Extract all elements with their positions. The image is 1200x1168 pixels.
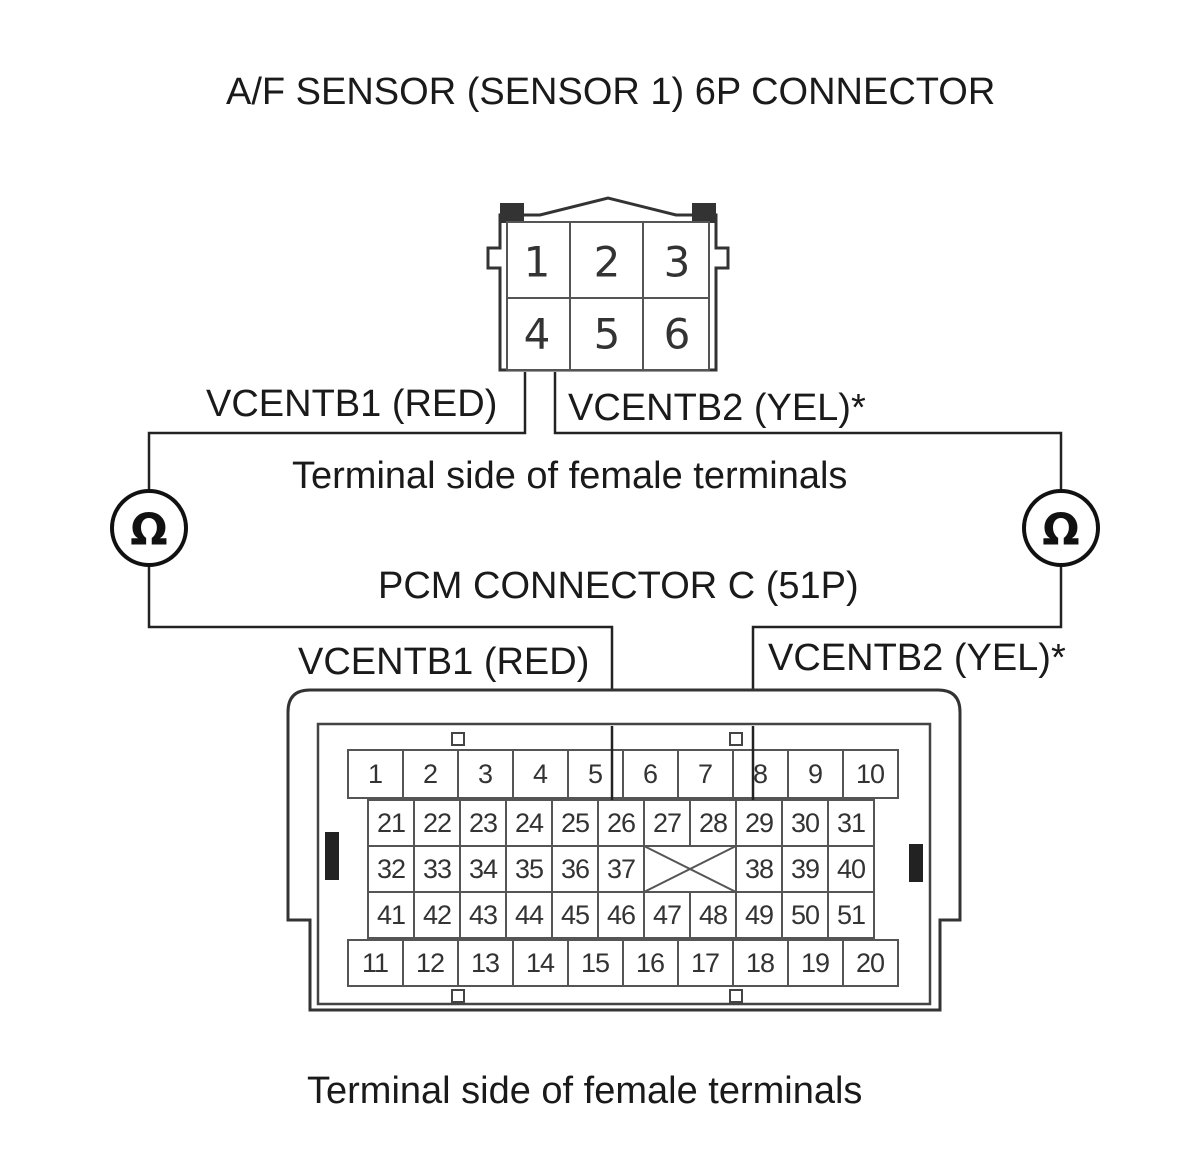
- pcm-row-4: 41 42 43 44 45 46 47 48 49 50 51: [367, 891, 875, 939]
- pcm-pin: 43: [469, 900, 497, 930]
- pcm-pin: 24: [515, 808, 544, 838]
- pcm-pin: 3: [478, 759, 492, 789]
- pcm-pin: 14: [526, 948, 555, 978]
- pcm-pin: 32: [377, 854, 405, 884]
- pcm-pin: 36: [561, 854, 589, 884]
- pcm-pin: 9: [808, 759, 822, 789]
- pcm-pin: 20: [856, 948, 884, 978]
- pcm-pin: 49: [745, 900, 773, 930]
- pcm-row-1: 1 2 3 4 5 6 7 8 9 10: [347, 749, 899, 799]
- pcm-pin: 2: [423, 759, 437, 789]
- sensor-pin-2: 2: [594, 238, 621, 287]
- wire-label-sensor-vcentb2: VCENTB2 (YEL)*: [568, 387, 866, 429]
- pcm-pin: 31: [837, 808, 865, 838]
- pcm-pin: 50: [791, 900, 819, 930]
- pcm-pin: 12: [416, 948, 444, 978]
- pcm-row-3: 32 33 34 35 36 37 38 39 40: [367, 845, 875, 893]
- pcm-pin: 8: [753, 759, 767, 789]
- pcm-pin: 17: [691, 948, 719, 978]
- pcm-pin: 46: [607, 900, 635, 930]
- pcm-pin: 18: [746, 948, 774, 978]
- pcm-pin: 37: [607, 854, 635, 884]
- pcm-pin: 33: [423, 854, 451, 884]
- pcm-pin: 48: [699, 900, 727, 930]
- sensor-connector-title: A/F SENSOR (SENSOR 1) 6P CONNECTOR: [226, 71, 995, 113]
- pcm-pin: 41: [377, 900, 405, 930]
- pcm-pin: 6: [643, 759, 657, 789]
- pcm-pin: 10: [856, 759, 884, 789]
- ohm-icon: Ω: [1042, 505, 1079, 556]
- pcm-pin: 11: [362, 948, 388, 978]
- pcm-pin: 19: [801, 948, 829, 978]
- sensor-pin-4: 4: [524, 310, 551, 359]
- sensor-pin-6: 6: [664, 310, 691, 359]
- ohmmeter-left: Ω: [110, 489, 188, 567]
- pcm-pin: 28: [699, 808, 727, 838]
- pcm-pin: 45: [561, 900, 589, 930]
- pcm-pin: 1: [368, 759, 382, 789]
- pcm-row-2: 21 22 23 24 25 26 27 28 29 30 31: [367, 799, 875, 847]
- pcm-pin: 42: [423, 900, 451, 930]
- pcm-pin: 25: [561, 808, 589, 838]
- pcm-pin: 21: [377, 808, 405, 838]
- wire-label-sensor-vcentb1: VCENTB1 (RED): [206, 383, 497, 425]
- pcm-pin: 5: [588, 759, 602, 789]
- pcm-pin: 22: [423, 808, 451, 838]
- wire-label-pcm-vcentb2: VCENTB2 (YEL)*: [768, 637, 1066, 679]
- pcm-pin: 39: [791, 854, 819, 884]
- pcm-pin: 15: [581, 948, 609, 978]
- pcm-row-5: 11 12 13 14 15 16 17 18 19 20: [347, 939, 899, 987]
- sensor-6p-connector: 1 2 3 4 5 6: [486, 196, 730, 372]
- pcm-connector-subtitle: Terminal side of female terminals: [307, 1070, 862, 1112]
- pcm-pin: 51: [837, 900, 865, 930]
- pcm-pin: 16: [636, 948, 664, 978]
- pcm-pin: 26: [607, 808, 635, 838]
- pcm-pin: 13: [471, 948, 499, 978]
- ohmmeter-right: Ω: [1022, 489, 1100, 567]
- sensor-pin-1: 1: [524, 238, 551, 287]
- pcm-pin: 38: [745, 854, 773, 884]
- sensor-connector-subtitle: Terminal side of female terminals: [292, 455, 847, 497]
- pcm-pin: 30: [791, 808, 819, 838]
- wire-label-pcm-vcentb1: VCENTB1 (RED): [298, 641, 589, 683]
- pcm-pin: 27: [653, 808, 681, 838]
- pcm-pin: 23: [469, 808, 497, 838]
- pcm-pin: 34: [469, 854, 498, 884]
- sensor-pin-3: 3: [664, 238, 691, 287]
- pcm-pin: 7: [698, 759, 712, 789]
- pcm-pin: 4: [533, 759, 548, 789]
- pcm-51p-connector: 1 2 3 4 5 6 7 8 9 10 21 22 23 24: [286, 688, 962, 1012]
- sensor-pin-5: 5: [594, 310, 621, 359]
- pcm-connector-title: PCM CONNECTOR C (51P): [378, 565, 859, 607]
- pcm-pin: 35: [515, 854, 543, 884]
- pcm-pin: 29: [745, 808, 773, 838]
- pcm-pin: 44: [515, 900, 544, 930]
- pcm-pin: 40: [837, 854, 865, 884]
- pcm-pin: 47: [653, 900, 681, 930]
- ohm-icon: Ω: [130, 505, 167, 556]
